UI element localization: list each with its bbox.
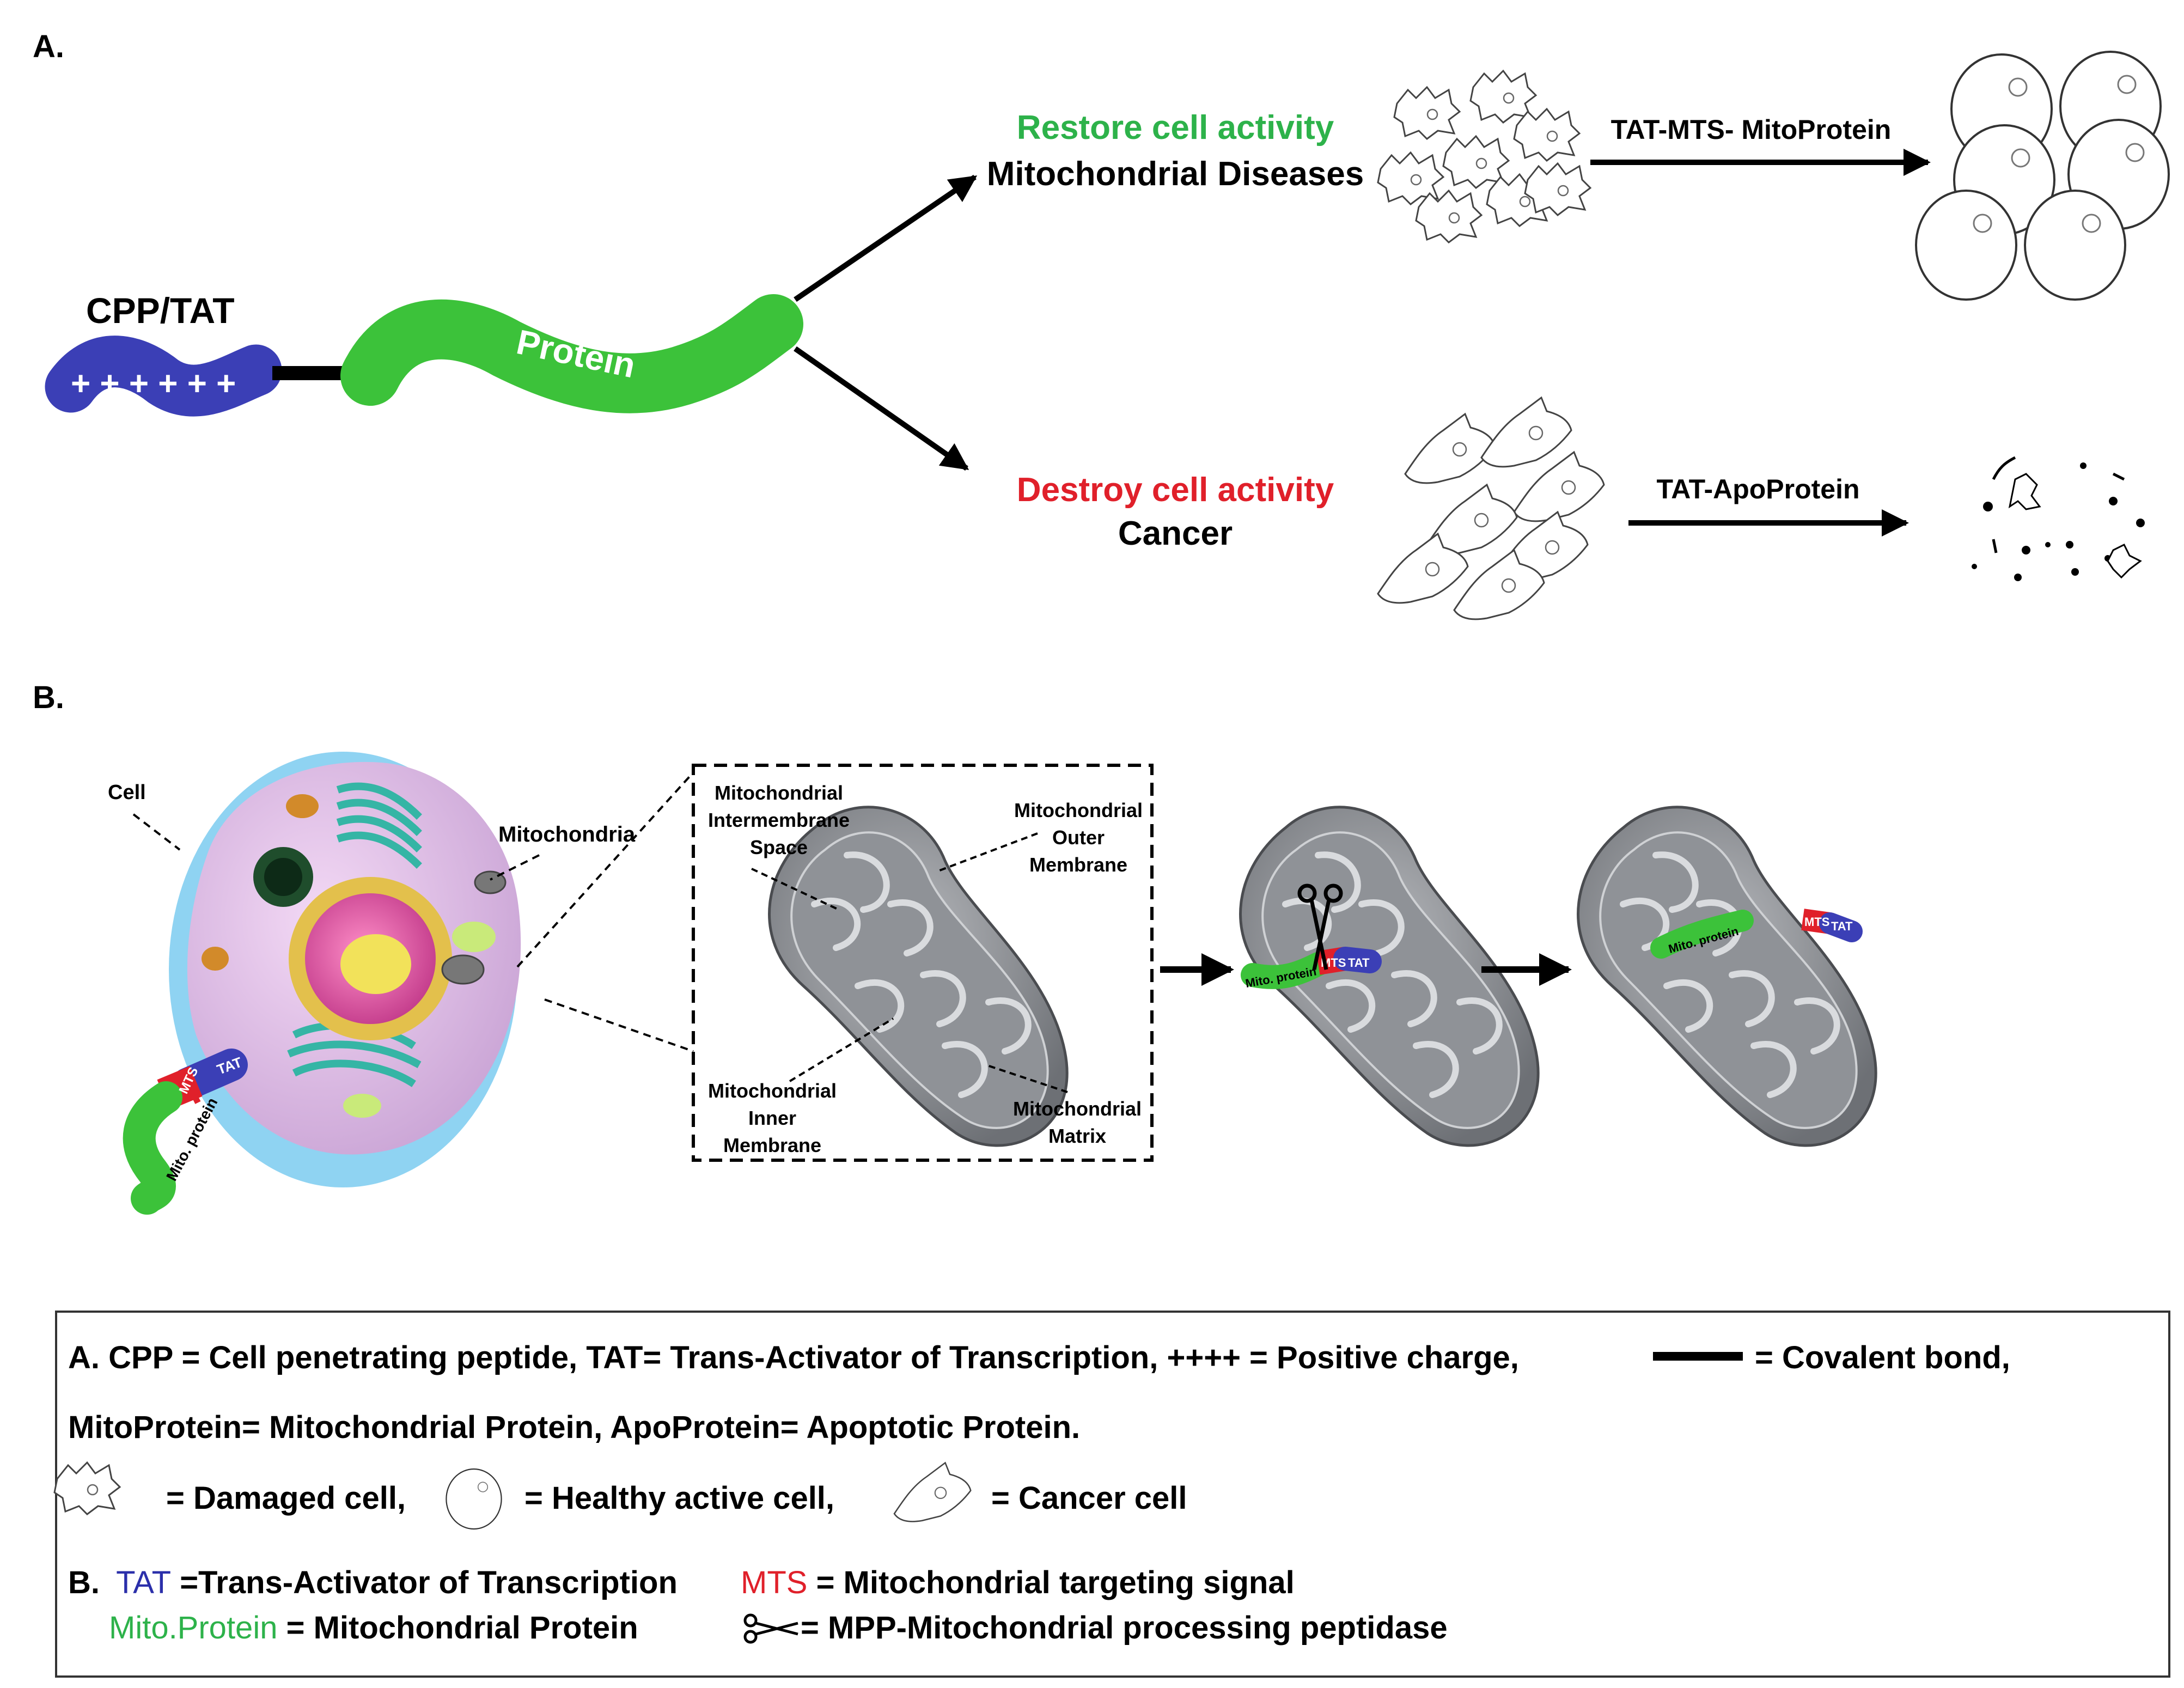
cell-pointer: [132, 813, 181, 851]
legend-box: [55, 1311, 2170, 1678]
legend-cancer: = Cancer cell: [991, 1480, 1187, 1516]
matrix-pointer: [985, 1064, 1068, 1093]
healthy-cell-cluster: [1915, 51, 2170, 301]
cleaved-tat-label: TAT: [1831, 919, 1853, 933]
restore-title: Restore cell activity: [1017, 109, 1334, 147]
legend-damaged: = Damaged cell,: [166, 1480, 406, 1516]
matrix-label: Mitochondrial Matrix: [1013, 1098, 1142, 1147]
legend-a-line2: MitoProtein= Mitochondrial Protein, ApoP…: [68, 1410, 1080, 1445]
legend-mito-term: Mito.Protein: [109, 1610, 277, 1646]
mitochondria-pointer: [490, 854, 540, 881]
cleaved-mts-label: MTS: [1804, 915, 1829, 929]
legend-damaged-cell-icon: [53, 1461, 121, 1515]
positive-charges: + + + + + +: [71, 365, 236, 403]
inner-membrane-pointer: [789, 1017, 894, 1082]
cpp-tat-label: CPP/TAT: [86, 290, 235, 331]
intermembrane-line-2: Intermembrane: [708, 809, 850, 831]
legend-covalent-bond-text: = Covalent bond,: [1755, 1340, 2010, 1375]
mitochondrion-cleaved: [1578, 807, 1876, 1145]
animal-cell-illustration: [169, 752, 521, 1187]
legend-a-line1: A. CPP = Cell penetrating peptide, TAT= …: [68, 1340, 1519, 1375]
restore-subtitle: Mitochondrial Diseases: [987, 155, 1364, 193]
legend-b-prefix: B.: [68, 1565, 100, 1600]
fusion-protein-importing: Mito. protein MTS TAT: [1241, 947, 1382, 990]
legend-scissors-icon: [743, 1613, 798, 1644]
mitochondria-label: Mitochondria: [498, 822, 636, 846]
destroy-title: Destroy cell activity: [1017, 471, 1334, 509]
legend-tat-def: =Trans-Activator of Transcription: [180, 1565, 678, 1600]
destroy-subtitle: Cancer: [1118, 515, 1233, 552]
damaged-cell-cluster: [1377, 70, 1591, 243]
import-tat-label: TAT: [1348, 956, 1370, 970]
panel-a-label: A.: [33, 29, 64, 64]
zoom-line-top: [516, 771, 694, 968]
inner-line-3: Membrane: [723, 1134, 821, 1156]
intermembrane-line-1: Mitochondrial: [715, 782, 843, 804]
outer-line-1: Mitochondrial: [1014, 799, 1143, 821]
legend-mts-def: = Mitochondrial targeting signal: [816, 1565, 1295, 1600]
panel-b-label: B.: [33, 680, 64, 715]
cell-label: Cell: [108, 781, 146, 804]
tat-apoprotein-label: TAT-ApoProtein: [1656, 474, 1859, 504]
legend-healthy: = Healthy active cell,: [524, 1480, 834, 1516]
outer-membrane-pointer: [936, 832, 1038, 873]
matrix-line-1: Mitochondrial: [1013, 1098, 1142, 1120]
tat-peptide: + + + + + +: [45, 336, 282, 417]
legend-healthy-cell-icon: [446, 1468, 502, 1530]
legend-mts-line: MTS = Mitochondrial targeting signal: [741, 1565, 1295, 1600]
golgi-stack: [287, 782, 422, 1087]
arrow-destroy: [794, 346, 969, 471]
intermembrane-pointer: [751, 868, 839, 911]
cleaved-tat-mts: MTS TAT: [1801, 909, 1863, 942]
matrix-line-2: Matrix: [1048, 1125, 1106, 1147]
legend-mpp: = MPP-Mitochondrial processing peptidase: [801, 1610, 1448, 1646]
legend-b-line1: B. TAT =Trans-Activator of Transcription: [68, 1565, 678, 1600]
legend-mito-def: = Mitochondrial Protein: [286, 1610, 638, 1646]
cancer-cell-cluster: [1377, 397, 1605, 620]
tat-mts-mitoprotein-label: TAT-MTS- MitoProtein: [1611, 114, 1892, 145]
zoom-line-bottom: [544, 998, 694, 1052]
apoptotic-debris: [1972, 456, 2145, 581]
zoom-box: [692, 764, 1154, 1162]
intermembrane-label: Mitochondrial Intermembrane Space: [708, 782, 850, 858]
outer-membrane-label: Mitochondrial Outer Membrane: [1014, 799, 1143, 876]
inner-membrane-label: Mitochondrial Inner Membrane: [708, 1080, 837, 1156]
legend-mito-line: Mito.Protein = Mitochondrial Protein: [109, 1610, 638, 1646]
protein-chain: Protein: [340, 294, 803, 413]
intermembrane-line-3: Space: [750, 836, 808, 858]
outer-line-3: Membrane: [1029, 854, 1127, 876]
inner-line-1: Mitochondrial: [708, 1080, 837, 1102]
legend-tat-term: TAT: [116, 1565, 171, 1600]
inner-line-2: Inner: [748, 1107, 796, 1129]
outer-line-2: Outer: [1052, 826, 1105, 849]
arrow-restore: [794, 174, 978, 302]
legend-mts-term: MTS: [741, 1565, 807, 1600]
mpp-scissors-icon: [1297, 883, 1343, 970]
